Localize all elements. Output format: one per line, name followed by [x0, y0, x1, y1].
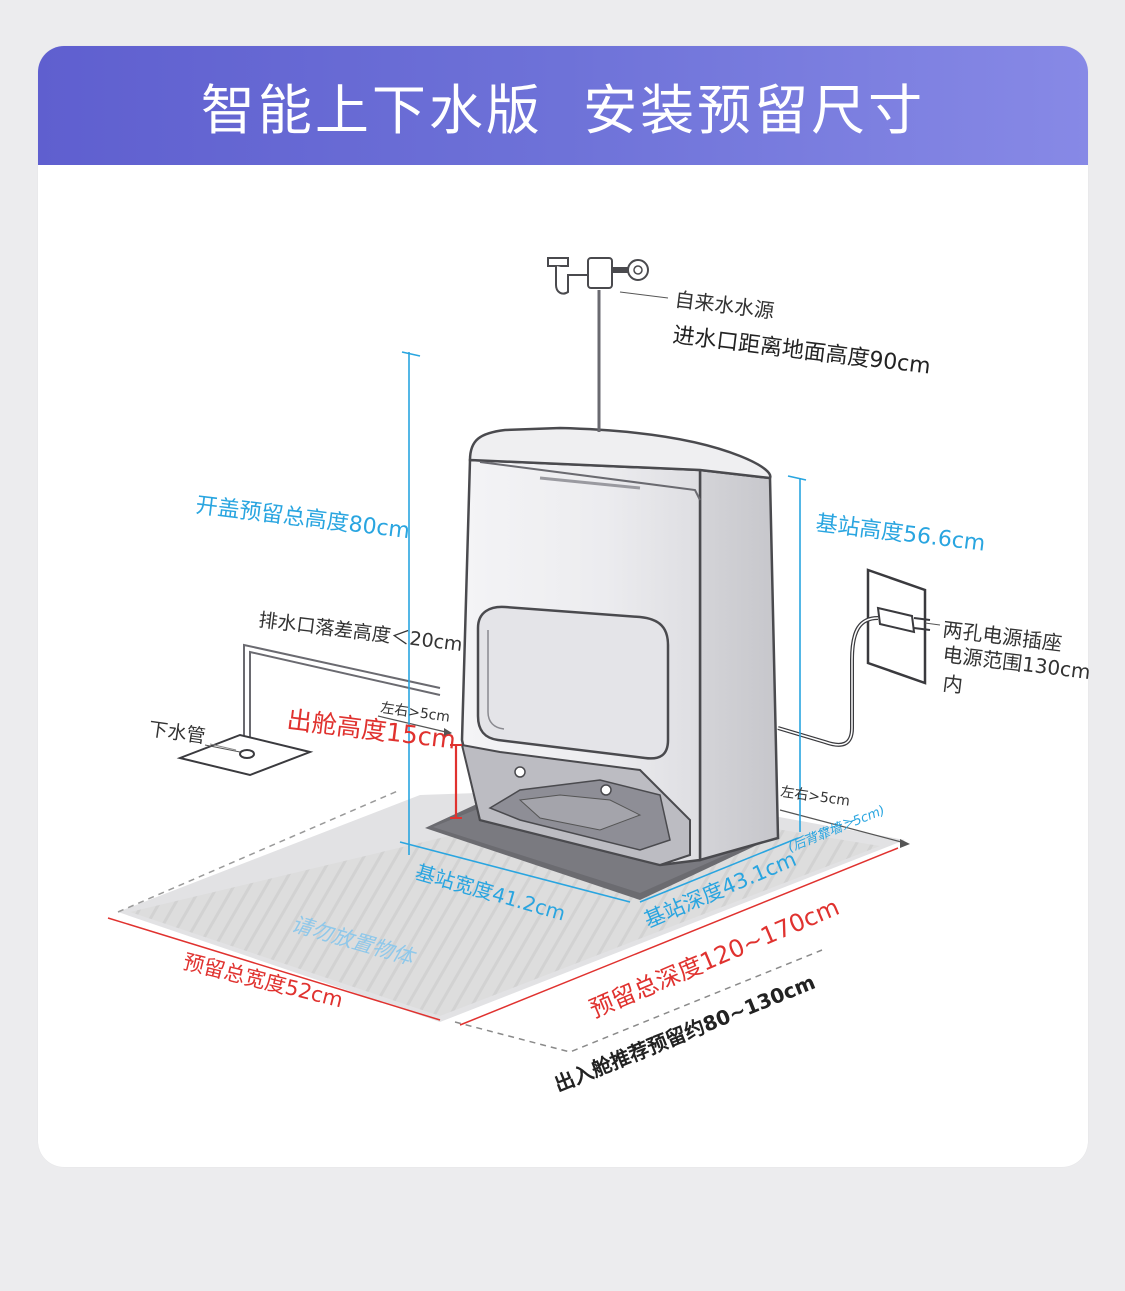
station-height-label: 基站高度56.6cm [814, 511, 986, 557]
side-gap-arrows [377, 715, 910, 848]
recommend-label: 出入舱推荐预留约80~130cm [551, 970, 819, 1097]
drain-drop-label: 排水口落差高度＜20cm [257, 609, 463, 656]
label-leaders [204, 291, 941, 753]
power-range-label-2: 内 [941, 671, 964, 697]
side-gap-right-label: 左右>5cm [779, 784, 851, 810]
drain-pipe-label: 下水管 [147, 718, 207, 748]
inlet-height-label: 进水口距离地面高度90cm [671, 323, 932, 379]
drain-pipe-diagram [176, 643, 441, 777]
lid-height-label: 开盖预留总高度80cm [194, 493, 411, 544]
power-socket-icon [777, 568, 931, 747]
water-source-label: 自来水水源 [673, 287, 775, 323]
blue-dimension-lines [399, 351, 856, 903]
page-title: 智能上下水版 安装预留尺寸 [200, 79, 926, 142]
header-banner: 智能上下水版 安装预留尺寸 [38, 46, 1088, 165]
base-station [460, 426, 780, 867]
water-tap-icon [547, 257, 649, 432]
red-dimension-lines [107, 744, 899, 1026]
